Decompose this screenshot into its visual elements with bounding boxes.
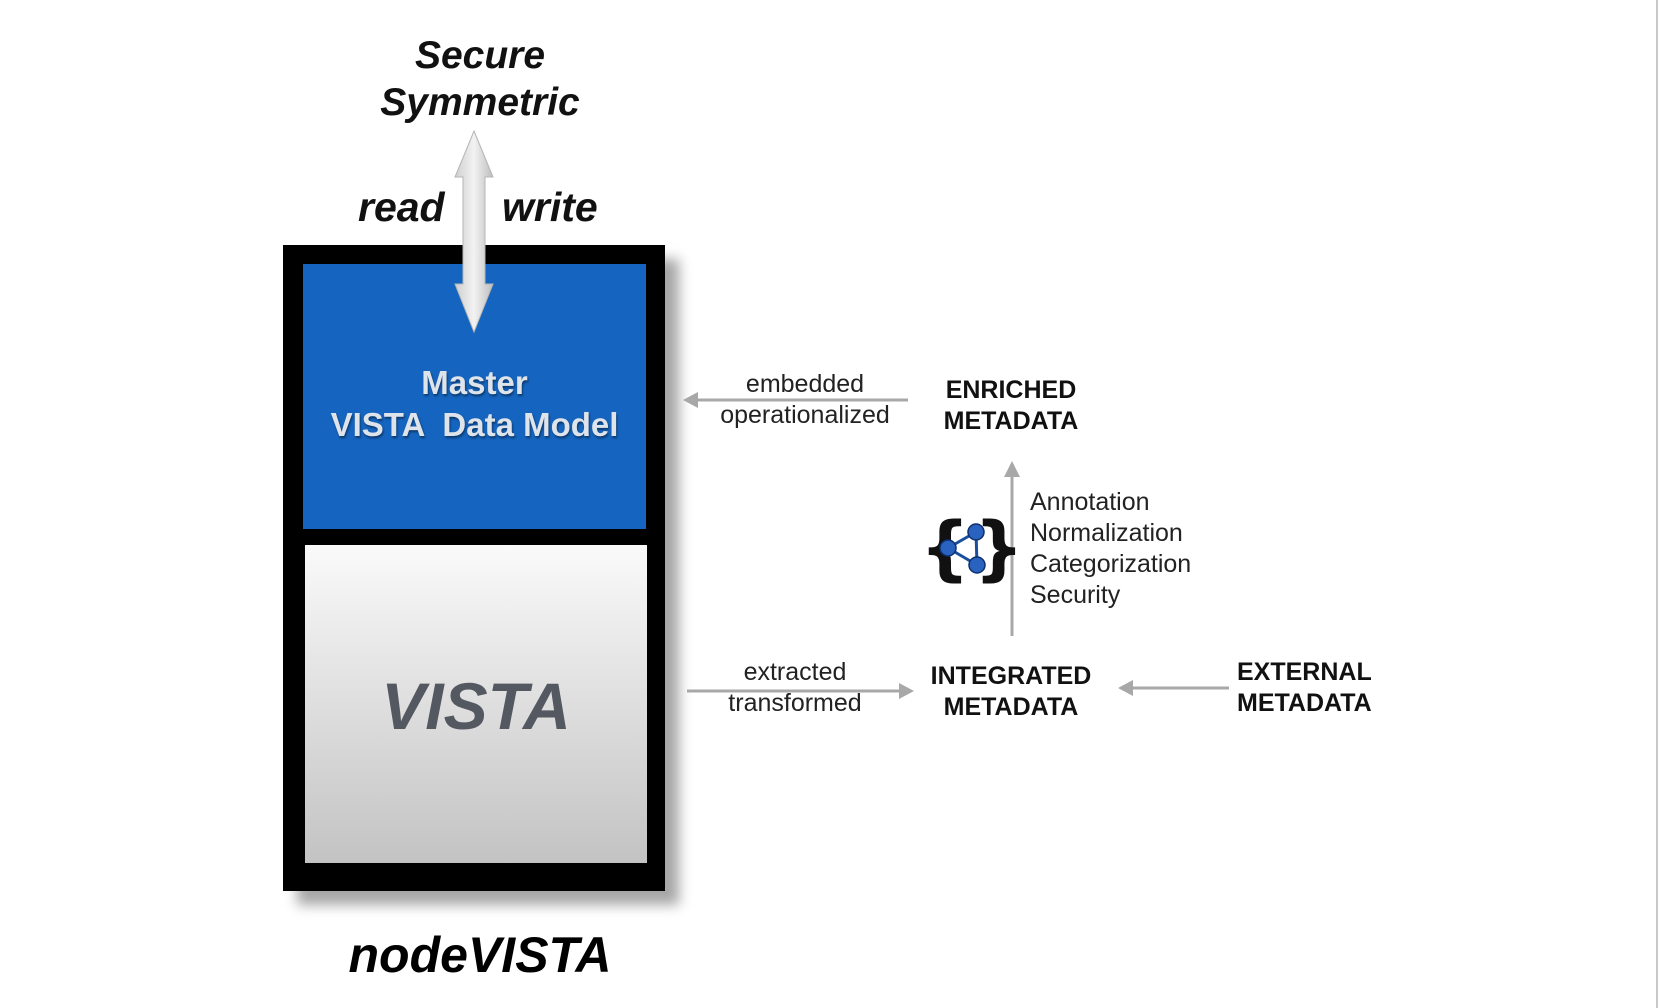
read-write-double-arrow — [454, 129, 494, 334]
embedded-arrow — [683, 392, 908, 408]
secure-symmetric-label: Secure Symmetric — [380, 34, 580, 124]
extracted-arrow — [687, 683, 914, 699]
process-annotation: Annotation — [1030, 488, 1150, 516]
process-categorization: Categorization — [1030, 550, 1192, 578]
vista-label: VISTA — [381, 669, 571, 743]
master-data-model-label: Master VISTA Data Model — [330, 364, 619, 443]
vista-panel — [305, 545, 647, 863]
slide-edge-divider — [1656, 0, 1658, 1008]
extracted-transformed-label: extracted transformed — [728, 658, 862, 717]
process-normalization: Normalization — [1030, 519, 1183, 547]
rdf-graph-icon: { } — [920, 507, 1024, 589]
embedded-operationalized-label: embedded operationalized — [720, 370, 890, 429]
integrated-metadata-label: INTEGRATED METADATA — [930, 662, 1092, 721]
external-arrow — [1118, 680, 1229, 696]
read-label: read — [358, 184, 445, 230]
enriched-metadata-label: ENRICHED METADATA — [943, 376, 1079, 435]
svg-text:}: } — [974, 507, 1024, 589]
node-vista-caption: nodeVISTA — [348, 927, 612, 983]
enrichment-process-list: Annotation Normalization Categorization … — [1030, 487, 1191, 611]
external-metadata-label: EXTERNAL METADATA — [1237, 658, 1372, 717]
process-security: Security — [1030, 581, 1121, 609]
write-label: write — [502, 184, 598, 230]
enrichment-arrow — [1004, 461, 1020, 636]
